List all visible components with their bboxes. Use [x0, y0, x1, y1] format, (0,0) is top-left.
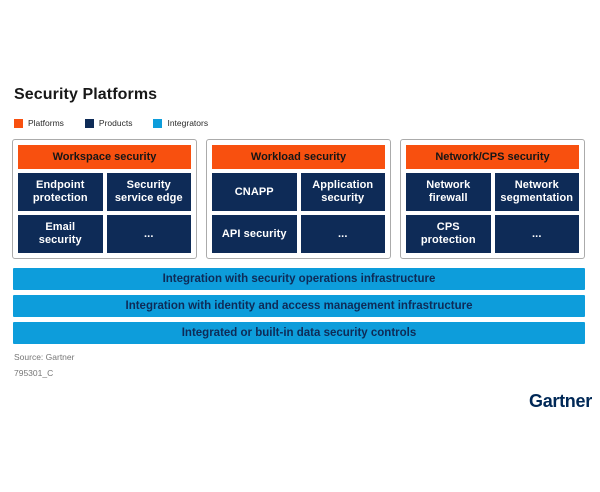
legend-item-integrators: Integrators	[153, 118, 208, 128]
product-grid: CNAPP Application security API security …	[212, 173, 385, 253]
product-grid: Endpoint protection Security service edg…	[18, 173, 191, 253]
platform-boxes-row: Workspace security Endpoint protection S…	[12, 139, 585, 259]
legend-label-integrators: Integrators	[167, 118, 209, 128]
platform-box-workload-security: Workload security CNAPP Application secu…	[206, 139, 391, 259]
figure-title: Security Platforms	[14, 86, 158, 103]
platform-box-workspace-security: Workspace security Endpoint protection S…	[12, 139, 197, 259]
source-note: Source: Gartner 795301_C	[14, 349, 74, 381]
legend-label-products: Products	[98, 118, 133, 128]
products-color-swatch	[84, 118, 94, 128]
legend-item-products: Products	[84, 118, 133, 128]
legend: Platforms Products Integrators	[14, 118, 208, 128]
integration-bar-security-operations: Integration with security operations inf…	[13, 268, 585, 290]
platform-header: Network/CPS security	[406, 145, 579, 169]
source-line: Source: Gartner	[14, 352, 75, 362]
integrator-bars: Integration with security operations inf…	[13, 268, 585, 349]
product-cell-cps-protection: CPS protection	[406, 215, 491, 253]
product-cell-application-security: Application security	[300, 173, 385, 211]
product-cell-endpoint-protection: Endpoint protection	[18, 173, 103, 211]
platform-header: Workload security	[212, 145, 385, 169]
product-cell-email-security: Email security	[18, 215, 103, 253]
integrators-color-swatch	[153, 118, 163, 128]
product-cell-ellipsis: ...	[300, 215, 385, 253]
product-cell-cnapp: CNAPP	[212, 173, 297, 211]
integration-bar-identity-access-management: Integration with identity and access man…	[13, 295, 585, 317]
product-cell-network-segmentation: Network segmentation	[494, 173, 579, 211]
legend-item-platforms: Platforms	[14, 118, 64, 128]
platform-header: Workspace security	[18, 145, 191, 169]
gartner-logo: Gartner	[529, 391, 592, 411]
product-cell-api-security: API security	[212, 215, 297, 253]
product-grid: Network firewall Network segmentation CP…	[406, 173, 579, 253]
figure-id: 795301_C	[14, 368, 54, 378]
platforms-color-swatch	[14, 118, 23, 128]
product-cell-security-service-edge: Security service edge	[106, 173, 191, 211]
product-cell-network-firewall: Network firewall	[406, 173, 491, 211]
integration-bar-data-security-controls: Integrated or built-in data security con…	[13, 322, 585, 344]
product-cell-ellipsis: ...	[494, 215, 579, 253]
product-cell-ellipsis: ...	[106, 215, 191, 253]
legend-label-platforms: Platforms	[28, 118, 64, 128]
platform-box-network-cps-security: Network/CPS security Network firewall Ne…	[400, 139, 585, 259]
